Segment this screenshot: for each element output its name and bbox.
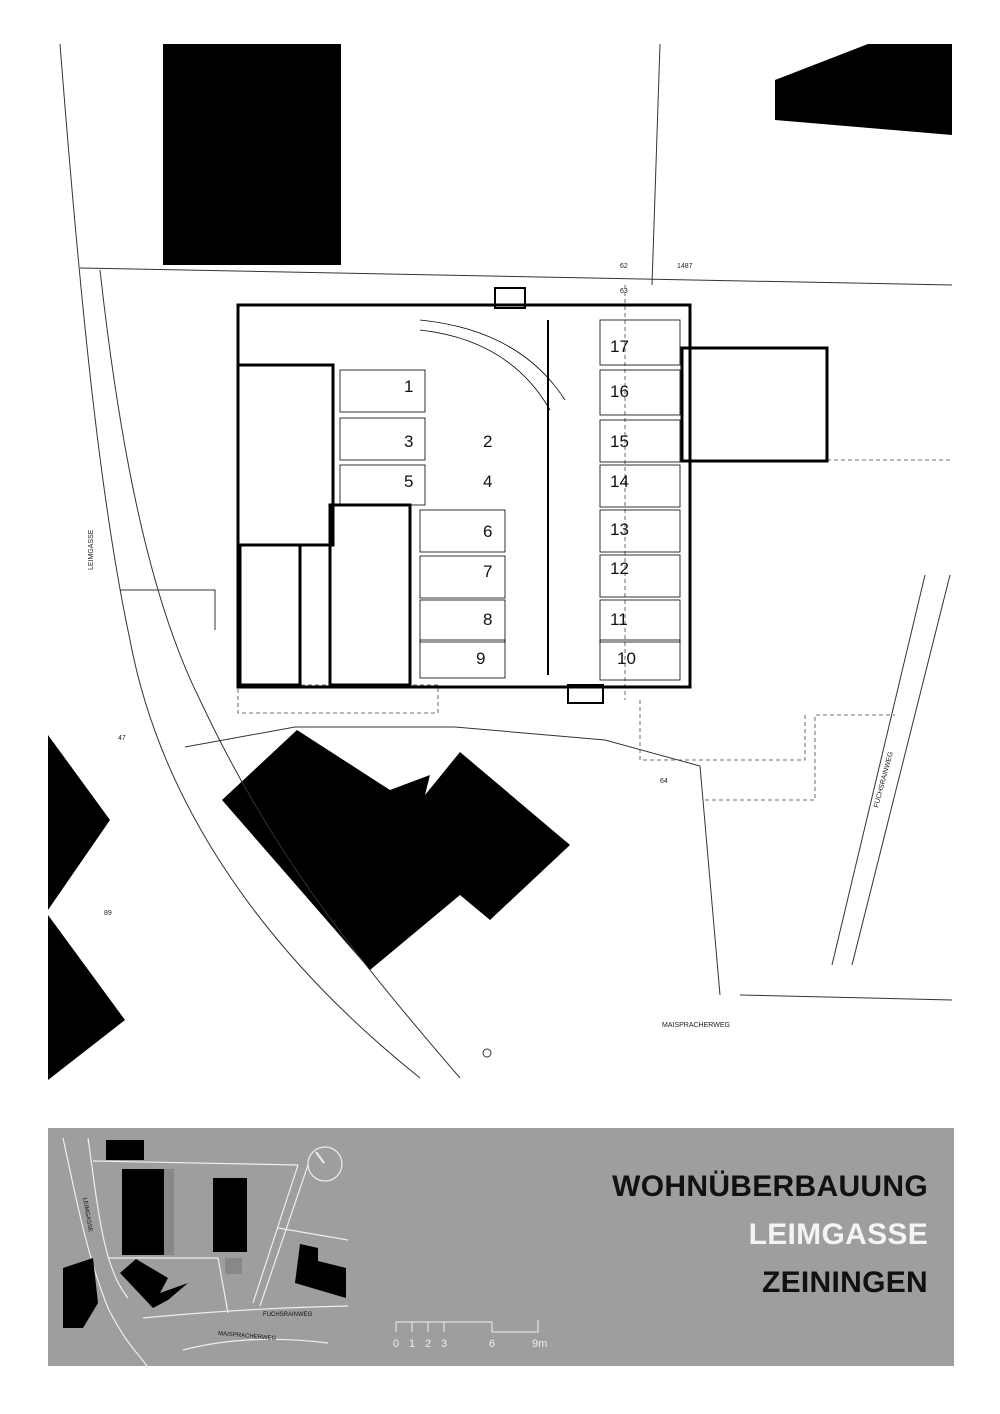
project-title-line2: LEIMGASSE bbox=[748, 1218, 928, 1251]
garage-floor-plan bbox=[236, 287, 829, 704]
parking-space-number: 1 bbox=[404, 377, 413, 396]
parking-space-number: 11 bbox=[610, 610, 628, 629]
project-title-line1: WOHNÜBERBAUUNG bbox=[612, 1170, 928, 1203]
scale-label: 3 bbox=[441, 1338, 448, 1350]
scale-label: 2 bbox=[425, 1338, 432, 1350]
parking-space-number: 13 bbox=[610, 520, 629, 539]
parking-space-number: 2 bbox=[483, 432, 492, 451]
legend-panel: LEIMGASSE FUCHSRAINWEG MAISPRACHERWEG WO… bbox=[48, 1128, 954, 1368]
parking-space-number: 12 bbox=[610, 559, 629, 578]
parking-space-number: 17 bbox=[610, 337, 629, 356]
site-plan: 62 1487 63 47 64 89 LEIMGASSE MAISPRACHE… bbox=[48, 43, 953, 1080]
project-title-line3: ZEININGEN bbox=[761, 1266, 928, 1299]
property-lines bbox=[59, 43, 953, 1079]
parking-space-number: 10 bbox=[617, 649, 636, 668]
survey-point-icon bbox=[482, 1048, 492, 1058]
parking-space-number: 3 bbox=[404, 432, 413, 451]
scale-label: 0 bbox=[393, 1338, 400, 1350]
scale-label: 9m bbox=[532, 1338, 548, 1350]
site-location-map: LEIMGASSE FUCHSRAINWEG MAISPRACHERWEG bbox=[62, 1137, 349, 1368]
parking-space-number: 9 bbox=[476, 649, 485, 668]
parking-space-number: 6 bbox=[483, 522, 492, 541]
neighbour-buildings bbox=[48, 44, 952, 1080]
parking-space-number: 15 bbox=[610, 432, 629, 451]
parcel-label: 63 bbox=[620, 288, 628, 295]
street-label-leimgasse: LEIMGASSE bbox=[88, 529, 95, 570]
parking-space-number: 16 bbox=[610, 382, 629, 401]
parcel-label: 1487 bbox=[677, 263, 693, 270]
map-street-maispracherweg: MAISPRACHERWEG bbox=[218, 1331, 277, 1342]
map-street-leimgasse: LEIMGASSE bbox=[81, 1197, 93, 1232]
parking-space-number: 5 bbox=[404, 472, 413, 491]
parcel-label: 62 bbox=[620, 263, 628, 270]
parcel-label: 89 bbox=[104, 910, 112, 917]
scale-bar: 0 1 2 3 6 9m bbox=[390, 1318, 550, 1350]
street-label-maispracherweg: MAISPRACHERWEG bbox=[662, 1022, 730, 1029]
parking-space-number: 8 bbox=[483, 610, 492, 629]
scale-label: 1 bbox=[409, 1338, 416, 1350]
scale-label: 6 bbox=[489, 1338, 496, 1350]
parcel-label: 64 bbox=[660, 778, 668, 785]
parking-space-number: 14 bbox=[610, 472, 629, 491]
dashed-lines bbox=[237, 285, 952, 801]
map-street-fuchsrainweg: FUCHSRAINWEG bbox=[263, 1312, 313, 1318]
parking-space-number: 4 bbox=[483, 472, 492, 491]
parking-space-number: 7 bbox=[483, 562, 492, 581]
parcel-label: 47 bbox=[118, 735, 126, 742]
